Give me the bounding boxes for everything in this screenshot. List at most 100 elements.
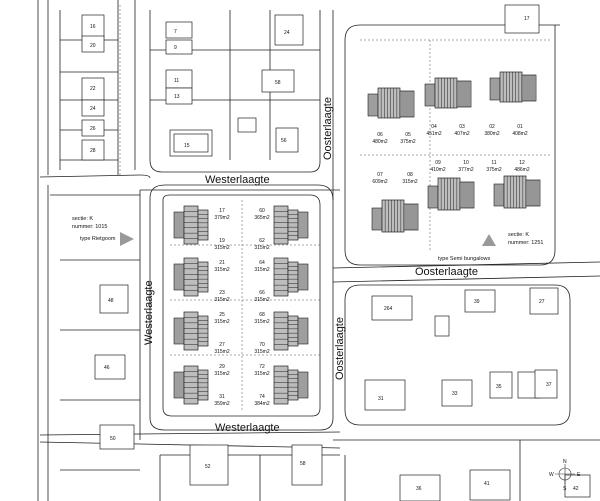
planned-house — [183, 205, 199, 245]
planned-annex — [297, 371, 309, 399]
svg-text:24: 24 — [284, 30, 290, 36]
ne-lot-area: 375m2 — [486, 167, 502, 173]
ne-lot-number: 02 — [489, 124, 495, 130]
svg-text:33: 33 — [452, 391, 458, 397]
svg-text:24: 24 — [90, 106, 96, 112]
ne-lot-number: 10 — [463, 160, 469, 166]
planned-house — [434, 77, 458, 109]
lot-area: 315m2 — [214, 371, 230, 377]
street-oosterlaagte-mid: Oosterlaagte — [334, 317, 346, 380]
left-sectie: sectie: K — [72, 216, 93, 222]
planned-house — [273, 311, 289, 351]
compass-w: W — [549, 472, 554, 478]
lot-number: 64 — [259, 260, 265, 266]
planned-house — [197, 315, 209, 347]
ne-lot-number: 11 — [491, 160, 496, 166]
planned-house — [183, 257, 199, 297]
svg-text:41: 41 — [484, 481, 490, 487]
planned-annex — [367, 93, 379, 117]
planned-annex — [424, 83, 436, 107]
planned-house — [399, 90, 415, 118]
planned-annex — [297, 263, 309, 291]
central-planned-houses — [173, 205, 309, 405]
planned-annex — [173, 371, 185, 399]
central-lot-labels: 17379m260365m219315m262315m221315m264315… — [214, 208, 270, 407]
planned-annex — [297, 211, 309, 239]
lot-number: 21 — [219, 260, 225, 266]
planned-house — [287, 315, 299, 347]
svg-text:46: 46 — [104, 365, 110, 371]
right-sectie: sectie: K — [508, 232, 529, 238]
lot-number: 27 — [219, 342, 225, 348]
planned-house — [499, 71, 523, 103]
planned-house — [183, 311, 199, 351]
lot-area: 359m2 — [214, 401, 230, 407]
lot-number: 29 — [219, 364, 225, 370]
ne-planned-houses — [367, 71, 541, 233]
ne-lot-number: 01 — [517, 124, 523, 130]
ne-lot-area: 315m2 — [402, 179, 418, 185]
road-lines — [37, 0, 600, 501]
right-type: type Semi bungalows — [438, 256, 491, 262]
annotation-left: sectie: K nummer: 1015 type Rietgoom — [72, 216, 134, 246]
street-oosterlaagte-top: Oosterlaagte — [322, 97, 334, 160]
planned-house — [525, 179, 541, 207]
compass-e: E — [577, 472, 581, 478]
planned-house — [381, 199, 405, 233]
planned-house — [197, 261, 209, 293]
lot-area: 315m2 — [214, 245, 230, 251]
svg-text:31: 31 — [378, 396, 384, 402]
street-oosterlaagte-horizontal: Oosterlaagte — [415, 266, 478, 278]
svg-text:42: 42 — [573, 486, 579, 492]
svg-text:48: 48 — [108, 298, 114, 304]
svg-text:58: 58 — [275, 80, 281, 86]
lot-area: 315m2 — [254, 371, 270, 377]
planned-house — [437, 177, 461, 211]
ne-lot-number: 08 — [407, 172, 413, 178]
lot-number: 19 — [219, 238, 225, 244]
ne-lot-area: 410m2 — [430, 167, 446, 173]
svg-text:28: 28 — [90, 148, 96, 154]
lot-area: 315m2 — [214, 267, 230, 273]
planned-house — [273, 257, 289, 297]
planned-house — [287, 261, 299, 293]
ne-lot-labels: 06480m205375m204451m203407m202380m201408… — [372, 124, 530, 185]
lot-area: 315m2 — [254, 319, 270, 325]
svg-text:20: 20 — [90, 43, 96, 49]
planned-house — [197, 209, 209, 241]
right-triangle-marker — [482, 234, 496, 246]
planned-house — [183, 365, 199, 405]
ne-lot-area: 480m2 — [372, 139, 388, 145]
right-nummer: nummer: 1251 — [508, 240, 543, 246]
planned-annex — [173, 317, 185, 345]
ne-lot-number: 12 — [519, 160, 525, 166]
compass-icon: N S W E — [549, 459, 581, 492]
svg-text:50: 50 — [110, 436, 116, 442]
left-triangle-marker — [120, 232, 134, 246]
planned-house — [521, 74, 537, 102]
lot-number: 60 — [259, 208, 265, 214]
svg-text:39: 39 — [474, 299, 480, 305]
left-type: type Rietgoom — [80, 236, 116, 242]
lot-area: 379m2 — [214, 215, 230, 221]
planned-house — [403, 203, 419, 231]
planned-annex — [297, 317, 309, 345]
lot-number: 70 — [259, 342, 265, 348]
lot-number: 17 — [219, 208, 225, 214]
planned-house — [377, 87, 401, 119]
ne-lot-number: 09 — [435, 160, 441, 166]
lot-area: 315m2 — [254, 349, 270, 355]
ne-lot-area: 408m2 — [512, 131, 528, 137]
compass-s: S — [563, 486, 567, 492]
lot-number: 68 — [259, 312, 265, 318]
annotation-right: sectie: K nummer: 1251 type Semi bungalo… — [438, 232, 543, 262]
ne-lot-area: 380m2 — [484, 131, 500, 137]
lot-number: 66 — [259, 290, 265, 296]
planned-house — [273, 365, 289, 405]
lot-area: 315m2 — [254, 245, 270, 251]
planned-house — [287, 369, 299, 401]
lot-number: 62 — [259, 238, 265, 244]
planned-annex — [427, 185, 439, 209]
svg-text:15: 15 — [184, 143, 190, 149]
